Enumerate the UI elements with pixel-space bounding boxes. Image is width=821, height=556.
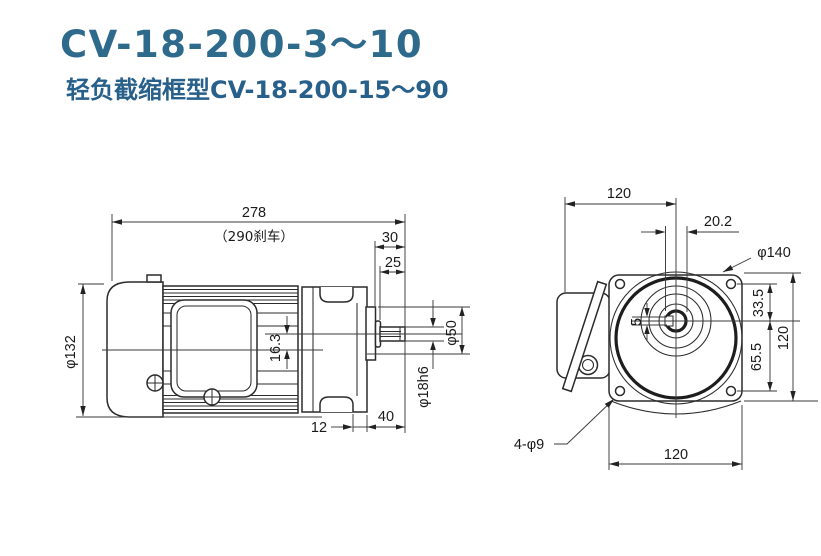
bolt-holes bbox=[614, 278, 737, 397]
dim-center-to-bottom-holes: 65.5 bbox=[749, 321, 773, 391]
svg-text:φ18h6: φ18h6 bbox=[416, 366, 432, 408]
svg-text:20.2: 20.2 bbox=[704, 214, 732, 230]
svg-text:φ132: φ132 bbox=[63, 335, 79, 369]
dim-overall-length: 278 （290刹车） bbox=[111, 205, 406, 433]
dim-30: 30 bbox=[374, 230, 405, 306]
conduit-strip bbox=[561, 280, 608, 393]
screw-icon bbox=[146, 374, 164, 392]
svg-text:4-φ9: 4-φ9 bbox=[514, 437, 544, 453]
dim-motor-diameter: φ132 bbox=[63, 283, 104, 416]
front-view: 120 20.2 φ140 bbox=[514, 186, 818, 470]
screw-icon bbox=[203, 388, 221, 406]
svg-text:30: 30 bbox=[382, 230, 398, 246]
svg-text:120: 120 bbox=[664, 447, 688, 463]
gearbox-bottom-lug bbox=[319, 396, 354, 412]
dim-keyway-depth: 20.2 bbox=[641, 214, 739, 312]
cover-tab bbox=[146, 274, 162, 283]
svg-text:65.5: 65.5 bbox=[749, 343, 765, 371]
dim-bolt-spacing: 120 bbox=[608, 405, 743, 470]
svg-text:12: 12 bbox=[311, 420, 327, 436]
motor-rear-cover bbox=[106, 281, 164, 418]
dim-center-to-top-holes: 33.5 bbox=[751, 284, 773, 321]
terminal-plate bbox=[170, 299, 258, 398]
svg-text:φ50: φ50 bbox=[444, 320, 460, 346]
brake-note: （290刹车） bbox=[214, 228, 294, 245]
svg-text:278: 278 bbox=[242, 205, 266, 221]
dim-box-to-center: 120 bbox=[564, 186, 676, 292]
dim-keyway-width: 5 bbox=[629, 303, 667, 340]
dim-axis-offset: 16.3 bbox=[268, 316, 290, 369]
gearbox-top-lug bbox=[319, 287, 354, 303]
label-pilot-diameter: φ140 bbox=[722, 245, 791, 273]
dim-40: 40 bbox=[366, 409, 405, 432]
svg-text:25: 25 bbox=[385, 255, 401, 271]
svg-text:120: 120 bbox=[776, 326, 792, 350]
side-view: 278 （290刹车） 30 25 bbox=[63, 205, 470, 436]
svg-text:33.5: 33.5 bbox=[751, 289, 767, 317]
svg-text:120: 120 bbox=[607, 186, 631, 202]
page-subtitle: 轻负截缩框型CV-18-200-15～90 bbox=[66, 76, 449, 104]
svg-text:φ140: φ140 bbox=[757, 245, 791, 261]
label-bolt-holes: 4-φ9 bbox=[514, 398, 615, 453]
dim-shaft-diameter: φ18h6 bbox=[405, 300, 444, 408]
page-title: CV-18-200-3～10 bbox=[60, 23, 424, 66]
output-flange bbox=[365, 306, 377, 361]
svg-text:5: 5 bbox=[629, 318, 645, 326]
dim-flange-height: 120 bbox=[776, 273, 796, 401]
svg-text:40: 40 bbox=[378, 409, 394, 425]
dim-boss-diameter: φ50 bbox=[367, 306, 470, 355]
svg-text:16.3: 16.3 bbox=[268, 334, 284, 362]
dim-25: 25 bbox=[379, 255, 405, 320]
dim-12: 12 bbox=[311, 414, 367, 436]
